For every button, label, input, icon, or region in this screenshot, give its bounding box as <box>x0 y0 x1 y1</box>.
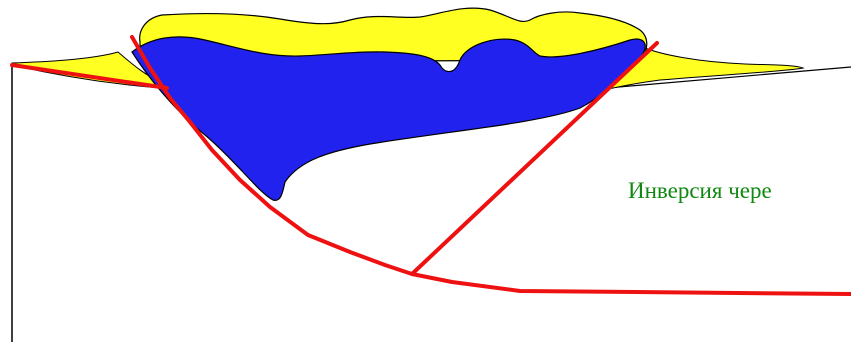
basin-fill <box>132 37 645 201</box>
diagram-caption: Инверсия чере <box>628 178 772 203</box>
